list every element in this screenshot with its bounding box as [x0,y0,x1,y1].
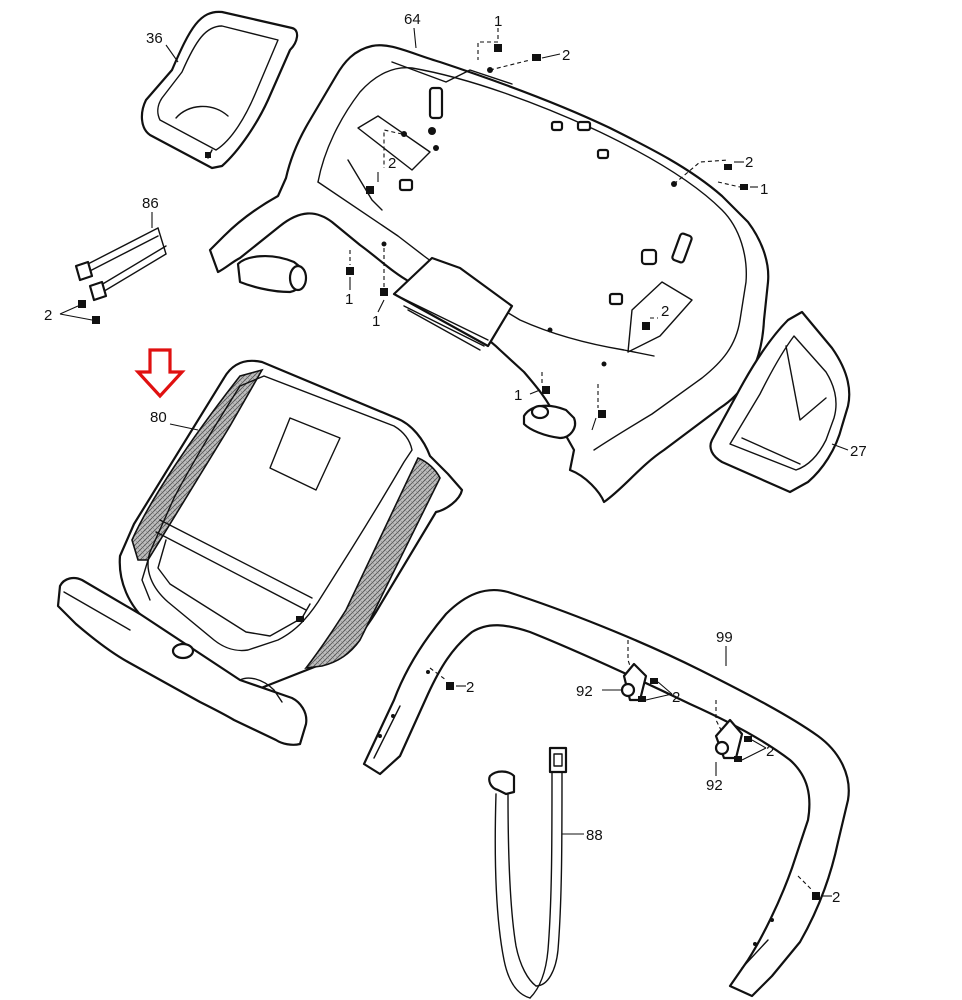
part-99-handrail [362,588,850,998]
part-27-right-tray [709,310,851,494]
part-36-left-tray [140,10,299,170]
label-2-lower-bracket: 2 [766,743,774,760]
label-99: 99 [716,629,733,646]
label-1-left: 1 [345,291,353,308]
label-2-inner: 2 [388,155,396,172]
callout-labels: 36 64 1 2 2 1 2 86 2 1 1 2 1 80 27 99 2 … [44,11,867,906]
label-2-harness: 2 [44,307,52,324]
label-2-right: 2 [745,154,753,171]
label-2-rail-left: 2 [466,679,474,696]
label-36: 36 [146,30,163,47]
label-2-top: 2 [562,47,570,64]
label-27: 27 [850,443,867,460]
part-88-strap [488,746,568,999]
label-86: 86 [142,195,159,212]
part-86-wire-harness [74,227,167,324]
label-1-lower: 1 [514,387,522,404]
label-64: 64 [404,11,421,28]
highlight-down-arrow [134,348,186,399]
handrail-brackets-92 [429,640,832,900]
label-2-bracket: 2 [661,303,669,320]
label-1-center: 1 [372,313,380,330]
label-2-upper-bracket: 2 [672,689,680,706]
part-64-console-frame [208,44,770,504]
label-2-rail-right: 2 [832,889,840,906]
part-80-console-display [56,359,464,746]
label-88: 88 [586,827,603,844]
label-80: 80 [150,409,167,426]
label-1-top: 1 [494,13,502,30]
screw-group-frame [346,28,758,431]
label-92-upper: 92 [576,683,593,700]
label-1-right: 1 [760,181,768,198]
label-92-lower: 92 [706,777,723,794]
